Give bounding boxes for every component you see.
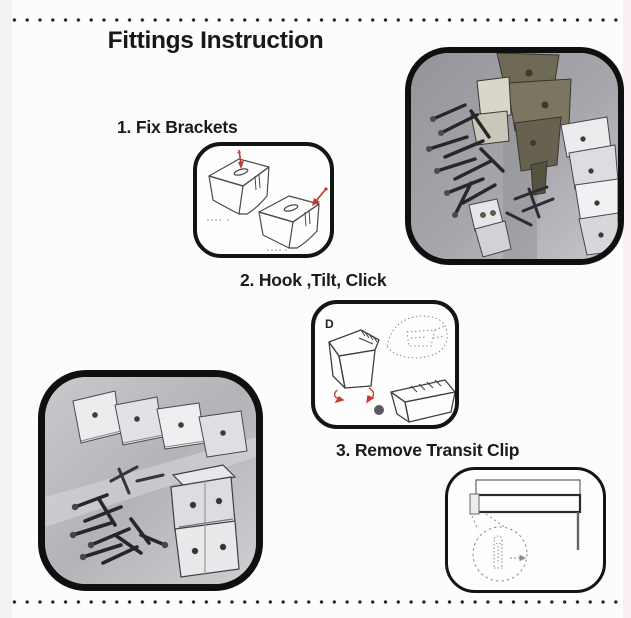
- fix-brackets-sketch-box: [193, 142, 334, 258]
- page-edge-right: [623, 0, 631, 618]
- bracket-sketch-b: [258, 195, 320, 249]
- screw-heads: [426, 116, 458, 218]
- cassette-tilting: [328, 329, 380, 389]
- hook-tilt-click-sketch-box: D: [311, 300, 459, 429]
- brackets-screws-photo-top: [405, 47, 624, 265]
- screw-arrow-b: [312, 187, 328, 206]
- step1-label: 1. Fix Brackets: [117, 117, 238, 137]
- loose-screws-middle: [109, 465, 165, 495]
- tilt-arrows: [333, 387, 375, 404]
- dotted-border-bottom: [8, 599, 625, 605]
- screw-heads: [69, 503, 169, 561]
- step3-label: 3. Remove Transit Clip: [336, 440, 520, 460]
- single-bracket-bottom: [468, 198, 512, 258]
- screw-arrow-a: [236, 149, 244, 169]
- dotted-hand-sketch: [386, 315, 448, 359]
- bracket-sketch-a: [208, 158, 270, 215]
- remove-transit-clip-sketch: [469, 479, 582, 582]
- bracket-stack-right: [170, 464, 240, 578]
- brackets-screws-photo-top-art: [411, 53, 618, 259]
- remove-transit-clip-sketch-box: [445, 467, 606, 593]
- page-edge-left: [0, 0, 12, 618]
- cassette-clicked: [390, 379, 455, 423]
- fix-brackets-sketch: [207, 149, 328, 251]
- transit-clip-magnifier: [471, 513, 528, 582]
- tarnished-brackets-cluster: [470, 53, 572, 196]
- screw-pile: [427, 103, 505, 217]
- sketch-marker-letter: D: [325, 317, 334, 331]
- silver-brackets-chain: [560, 116, 618, 256]
- loose-screws: [505, 185, 555, 227]
- click-dot: [374, 405, 384, 415]
- fabric-fold: [45, 437, 256, 527]
- brackets-screws-photo-bottom-art: [45, 377, 256, 584]
- hook-tilt-click-sketch: D: [325, 315, 455, 423]
- screw-pile: [71, 493, 167, 565]
- step2-label: 2. Hook ,Tilt, Click: [240, 270, 387, 290]
- roller-blind-sketch: [469, 479, 582, 550]
- brackets-screws-photo-bottom: [38, 370, 263, 591]
- page-title: Fittings Instruction: [107, 27, 324, 54]
- bracket-row-top: [72, 390, 248, 458]
- dotted-border-top: [8, 17, 625, 23]
